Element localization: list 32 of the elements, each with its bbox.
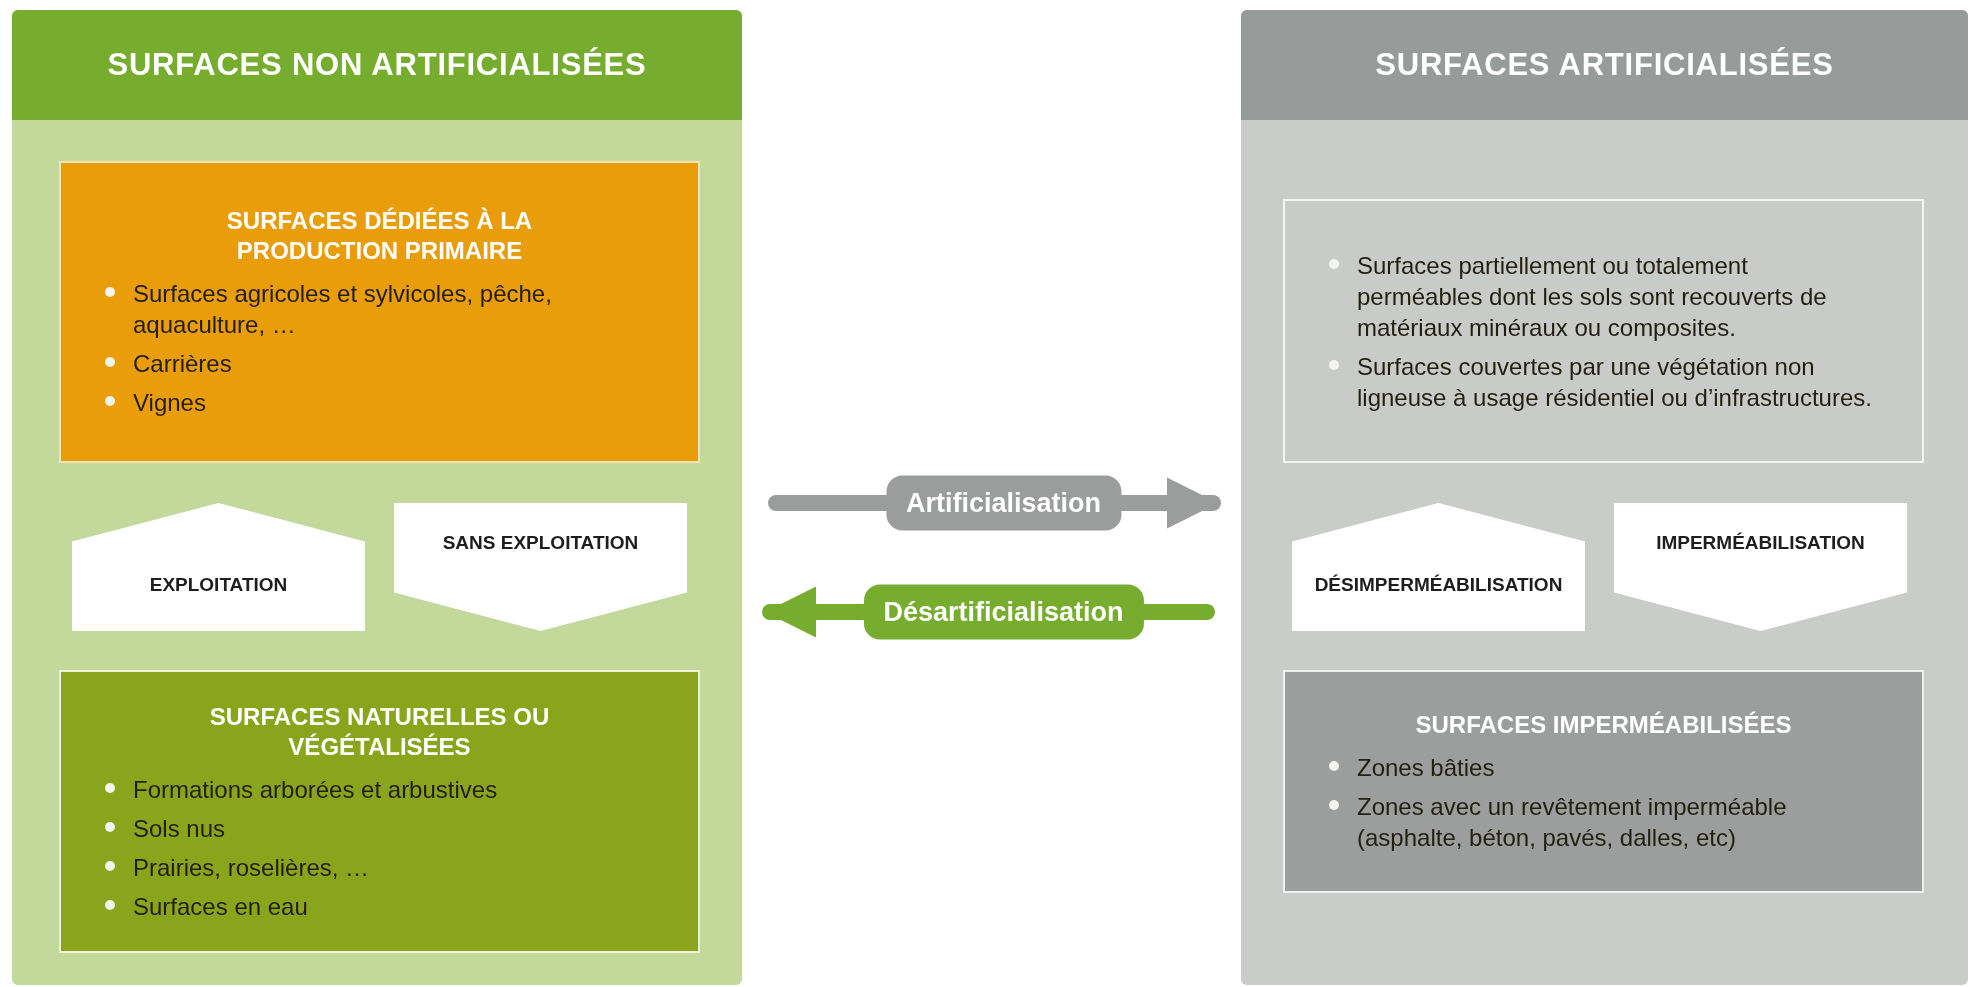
bullet-text: Zones bâties	[1357, 753, 1495, 783]
bullet-text: Surfaces agricoles et sylvicoles, pêche, aquaculture, …	[133, 279, 553, 340]
arrow-label: EXPLOITATION	[149, 572, 288, 597]
bullet-text: Carrières	[133, 349, 232, 379]
panel-header: SURFACES ARTIFICIALISÉES	[1241, 10, 1968, 120]
panel-header: SURFACES NON ARTIFICIALISÉES	[12, 10, 742, 120]
arrow-label: IMPERMÉABILISATION	[1656, 531, 1865, 555]
arrow-label: DÉSIMPERMÉABILISATION	[1314, 572, 1563, 597]
bullet-text: Surfaces en eau	[133, 891, 308, 922]
category-box	[59, 670, 700, 953]
edge-label: Artificialisation	[886, 475, 1121, 531]
bullet-text: Sols nus	[133, 813, 226, 844]
arrow-shape	[1614, 503, 1907, 631]
panel	[12, 10, 742, 985]
box-heading: SURFACES NATURELLES OU VÉGÉTALISÉES	[208, 701, 551, 762]
arrow-shape	[394, 503, 687, 631]
box-heading: SURFACES DÉDIÉES À LA PRODUCTION PRIMAIRE	[225, 206, 534, 266]
arrow-shape	[72, 503, 365, 631]
bullet-text: Surfaces partiellement ou totalement perméables dont les sols sont recouverts de matériaux minéraux ou composites.	[1357, 250, 1828, 343]
panel	[1241, 10, 1968, 985]
category-box	[59, 161, 700, 463]
bullet-text: Zones avec un revêtement imperméable (asphalte, béton, pavés, dalles, etc)	[1357, 792, 1788, 853]
bullet-text: Vignes	[133, 388, 206, 418]
edge-label: Désartificialisation	[863, 584, 1144, 640]
category-box	[1283, 670, 1924, 893]
category-box	[1283, 199, 1924, 463]
bullet-text: Surfaces couvertes par une végétation non ligneuse à usage résidentiel ou d’infrastructures.	[1357, 351, 1873, 413]
bullet-text: Prairies, roselières, …	[133, 852, 370, 883]
arrow-label: SANS EXPLOITATION	[442, 531, 639, 555]
bullet-text: Formations arborées et arbustives	[133, 774, 498, 805]
box-heading: SURFACES IMPERMÉABILISÉES	[1414, 710, 1793, 740]
arrow-shape	[1292, 503, 1585, 631]
